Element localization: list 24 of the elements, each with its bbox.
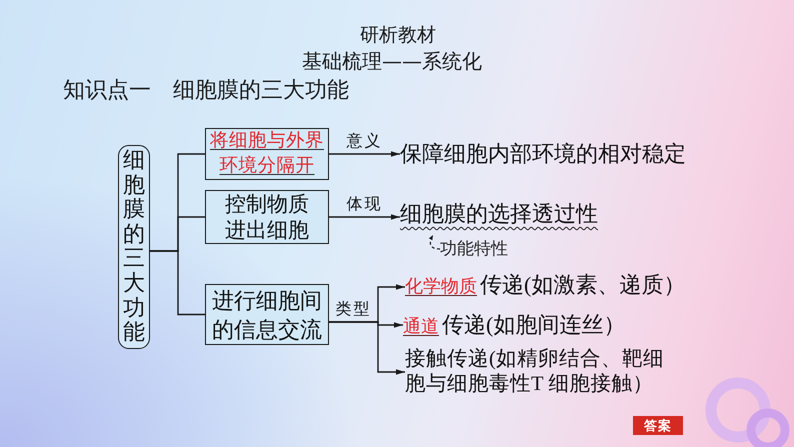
result-text: 传递(如胞间连丝）	[442, 311, 626, 339]
answer-text: 化学物质	[405, 275, 477, 298]
arrow	[329, 151, 400, 157]
connector-line	[150, 250, 205, 316]
heading-text: 研析教材	[360, 25, 436, 46]
concept-box: 进行细胞间的信息交流	[205, 284, 329, 345]
heading-text: 基础梳理——系统化	[302, 50, 482, 72]
answer-button: 答案	[633, 416, 683, 435]
note-text: 功能特性	[440, 238, 512, 260]
result-text: 接触传递(如精卵结合、靶细胞与细胞毒性T 细胞接触）	[405, 347, 667, 397]
result-text: 保障细胞内部环境的相对稳定	[400, 140, 692, 170]
section-title: 知识点一 细胞膜的三大功能	[63, 79, 349, 104]
edge-label: 类型	[336, 301, 372, 319]
edge-label: 意义	[346, 133, 382, 151]
topic-box: 细胞膜的三大功能	[118, 145, 150, 349]
result-text: 细胞膜的选择透过性	[400, 201, 604, 235]
leader-arrow	[428, 234, 440, 250]
arrow	[329, 321, 405, 375]
answer-text: 通道	[403, 315, 439, 338]
arrow	[329, 214, 400, 220]
concept-box: 控制物质进出细胞	[205, 190, 329, 244]
result-text: 传递(如激素、递质）	[480, 271, 686, 299]
edge-label: 体现	[346, 196, 382, 214]
concept-box: 将细胞与外界环境分隔开	[205, 128, 329, 180]
